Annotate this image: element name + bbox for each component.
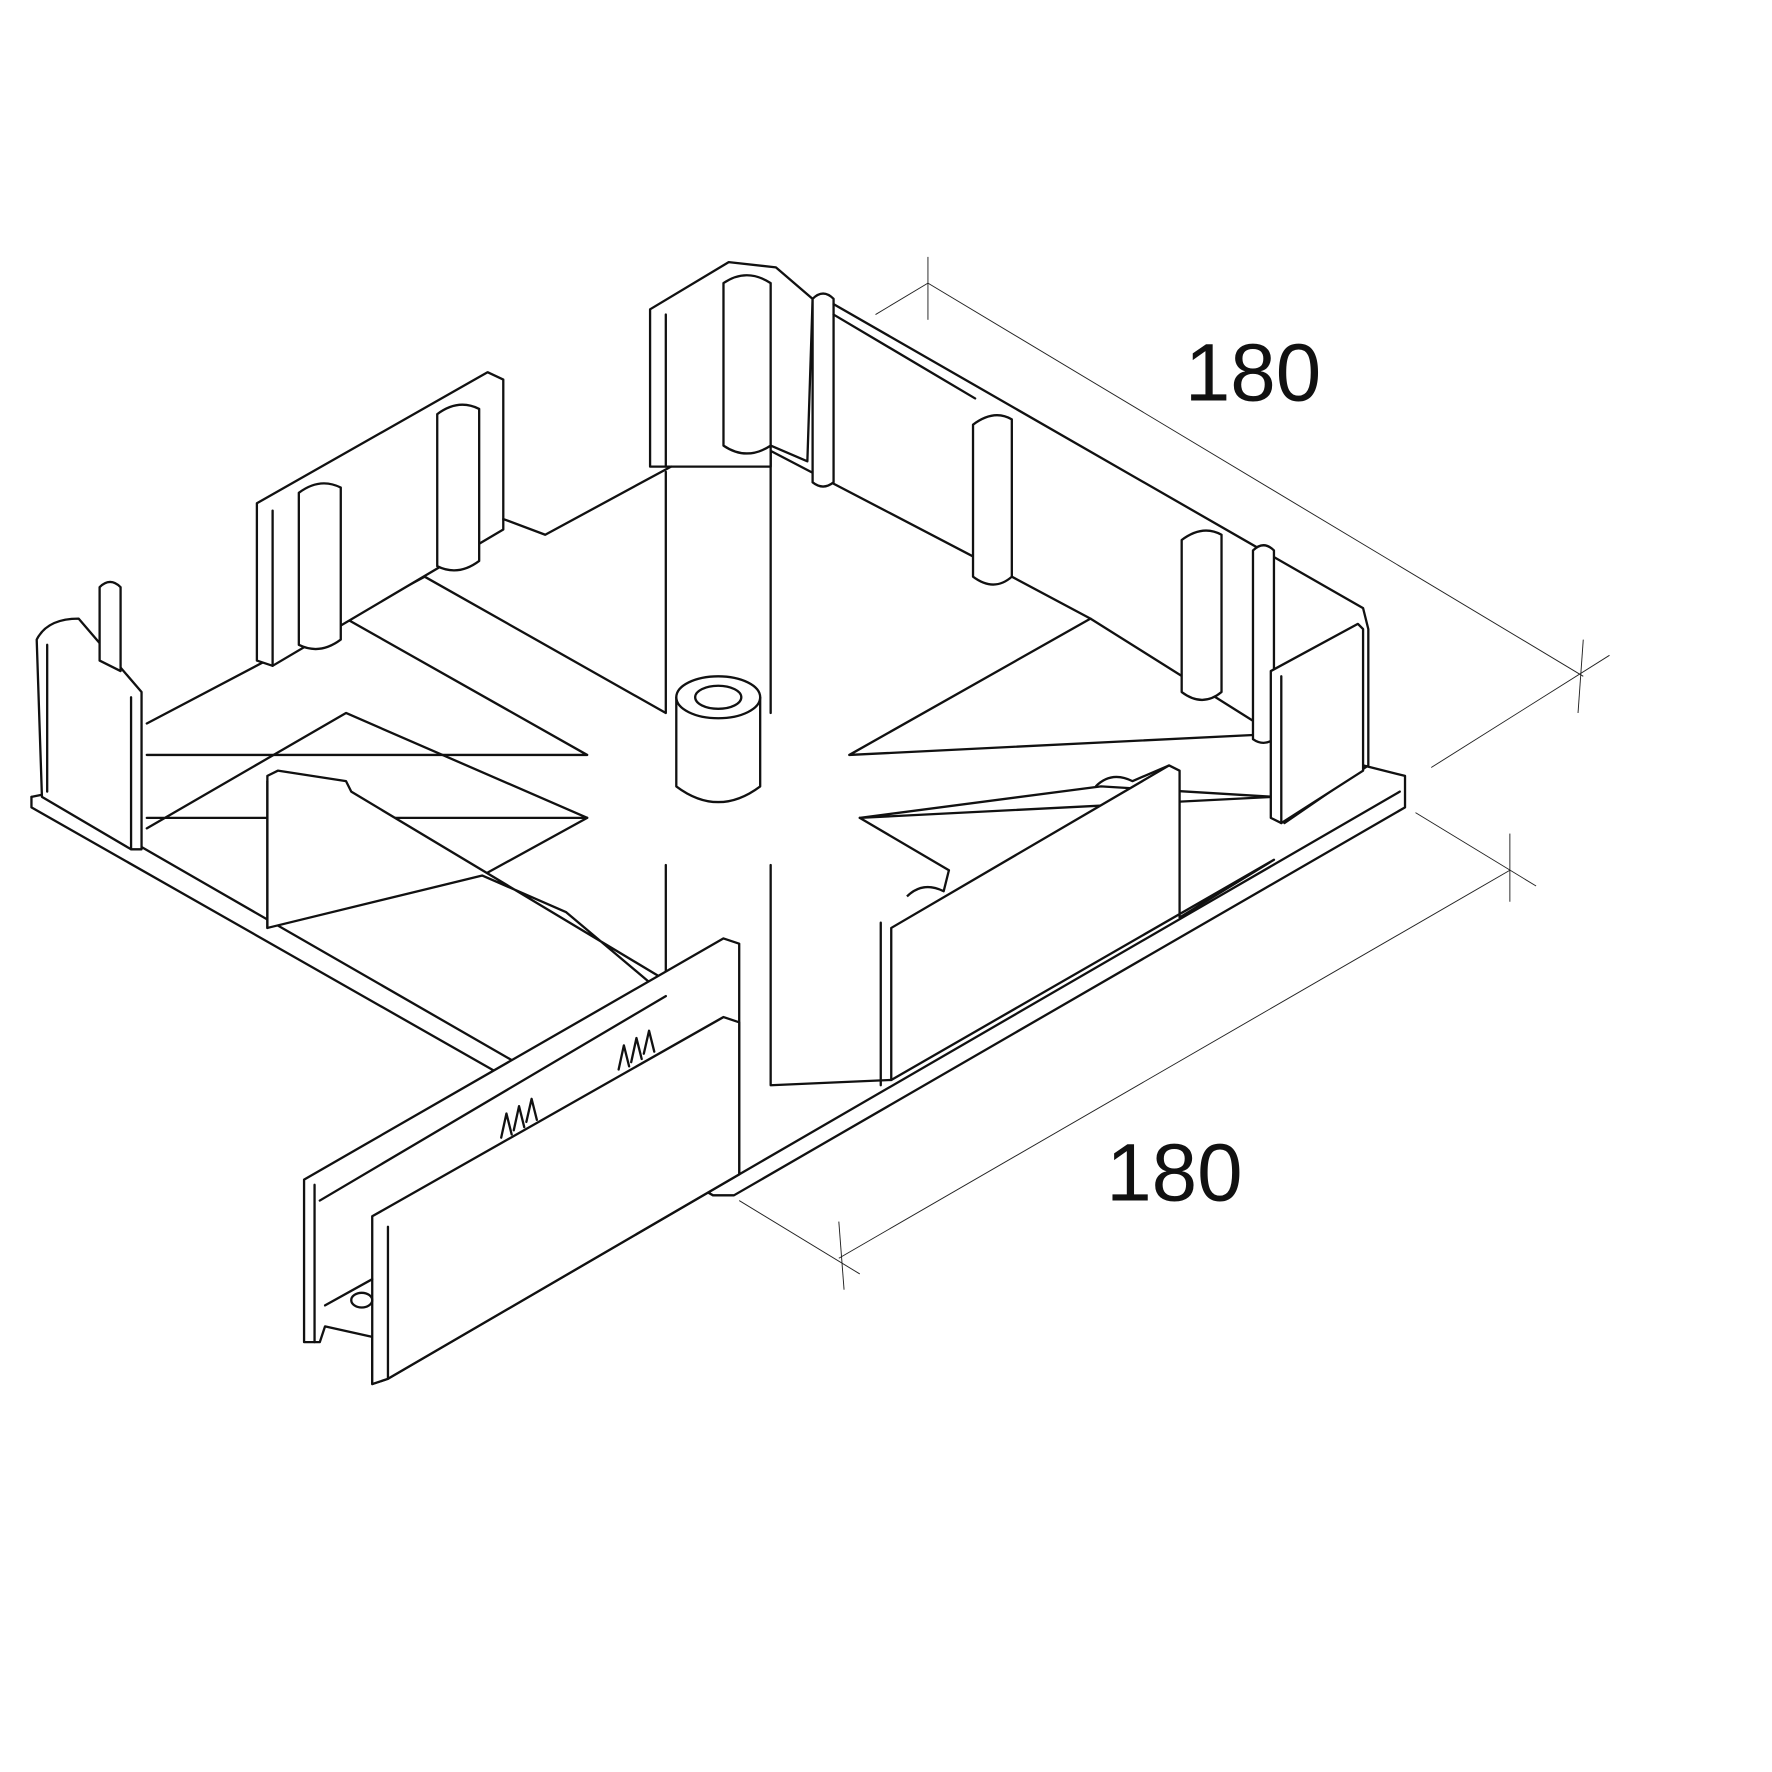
clip-bracket <box>302 937 741 1386</box>
dimension-label-front: 180 <box>1106 1128 1242 1219</box>
dimension-front <box>738 812 1537 1290</box>
front-right-wall <box>879 764 1276 1087</box>
back-right-wall <box>832 302 1370 825</box>
front-left-wall <box>266 769 667 998</box>
dimension-back <box>875 256 1610 768</box>
back-left-wall <box>255 371 505 667</box>
teeth <box>500 1029 656 1139</box>
left-corner-wall <box>35 580 143 851</box>
back-corner-wall <box>502 260 977 536</box>
dimension-label-back: 180 <box>1185 328 1321 419</box>
center-boss <box>675 675 762 804</box>
